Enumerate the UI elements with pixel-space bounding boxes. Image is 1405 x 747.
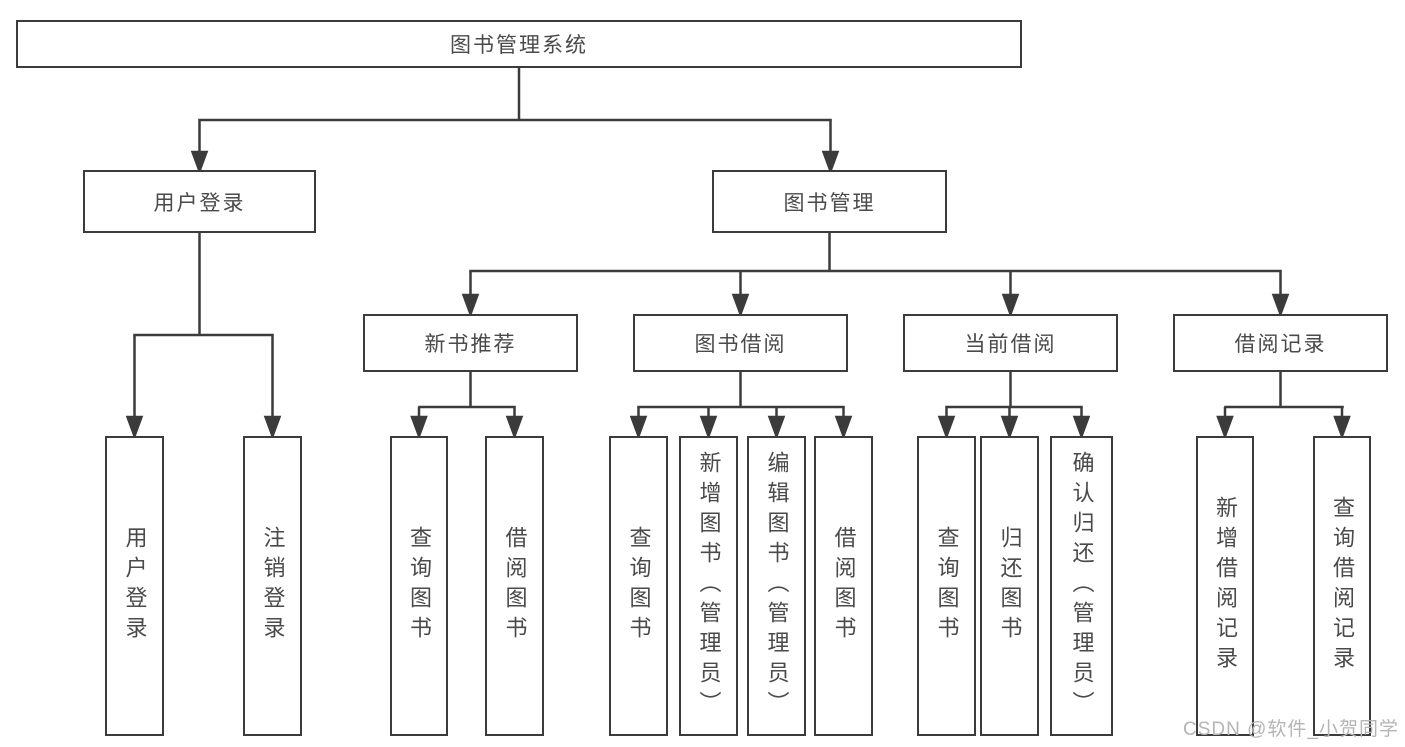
node-query-borrow-record-label: 查询借阅记录	[1330, 496, 1355, 676]
node-confirm-return-admin: 确认归还（管理员）	[1050, 436, 1113, 736]
node-borrow-books-borrowing-label: 借阅图书	[831, 526, 857, 646]
node-new-book-recommend: 新书推荐	[363, 314, 578, 372]
csdn-watermark: CSDN @软件_小贺同学	[1183, 719, 1399, 740]
connector-user-login-children	[125, 233, 282, 440]
node-query-books-borrowing: 查询图书	[609, 436, 668, 736]
node-user-login-label: 用户登录	[153, 191, 246, 215]
node-logout-label: 注销登录	[260, 526, 286, 646]
node-borrow-books-borrowing: 借阅图书	[814, 436, 873, 736]
node-book-management-label: 图书管理	[783, 191, 876, 215]
node-current-borrowing: 当前借阅	[903, 314, 1118, 372]
node-borrowing-records-label: 借阅记录	[1234, 333, 1327, 356]
node-logout: 注销登录	[243, 436, 302, 736]
node-return-books-label: 归还图书	[997, 526, 1023, 646]
node-borrow-books-newbook-label: 借阅图书	[502, 526, 528, 646]
node-user-login-action: 用户登录	[105, 436, 164, 736]
node-user-login: 用户登录	[83, 170, 316, 233]
node-add-book-admin: 新增图书（管理员）	[679, 436, 738, 736]
node-query-books-current: 查询图书	[917, 436, 976, 736]
node-edit-book-admin: 编辑图书（管理员）	[747, 436, 806, 736]
node-add-borrow-record: 新增借阅记录	[1196, 436, 1254, 736]
node-edit-book-admin-label: 编辑图书（管理员）	[764, 451, 790, 721]
connector-borrow-record-children	[1216, 372, 1351, 440]
node-new-book-recommend-label: 新书推荐	[424, 333, 517, 356]
node-add-book-admin-label: 新增图书（管理员）	[696, 451, 722, 721]
node-book-borrowing-label: 图书借阅	[694, 333, 787, 356]
connector-new-book-children	[410, 372, 524, 440]
node-library-system: 图书管理系统	[16, 20, 1022, 68]
node-borrow-books-newbook: 借阅图书	[485, 436, 544, 736]
connector-book-borrow-children	[629, 372, 853, 440]
connector-root-to-level2	[190, 68, 840, 175]
node-user-login-action-label: 用户登录	[122, 526, 148, 646]
node-add-borrow-record-label: 新增借阅记录	[1213, 496, 1238, 676]
node-borrowing-records: 借阅记录	[1173, 314, 1388, 372]
node-library-system-label: 图书管理系统	[450, 34, 588, 57]
node-query-books-current-label: 查询图书	[934, 526, 960, 646]
connector-current-borrow-children	[937, 372, 1091, 440]
node-book-borrowing: 图书借阅	[633, 314, 848, 372]
node-current-borrowing-label: 当前借阅	[964, 333, 1057, 356]
node-query-books-newbook: 查询图书	[390, 436, 448, 736]
node-query-books-newbook-label: 查询图书	[407, 526, 432, 646]
node-return-books: 归还图书	[980, 436, 1039, 736]
node-query-borrow-record: 查询借阅记录	[1313, 436, 1371, 736]
connector-book-mgmt-children	[461, 233, 1290, 318]
node-book-management: 图书管理	[712, 170, 947, 233]
node-confirm-return-admin-label: 确认归还（管理员）	[1069, 451, 1095, 721]
node-query-books-borrowing-label: 查询图书	[626, 526, 652, 646]
